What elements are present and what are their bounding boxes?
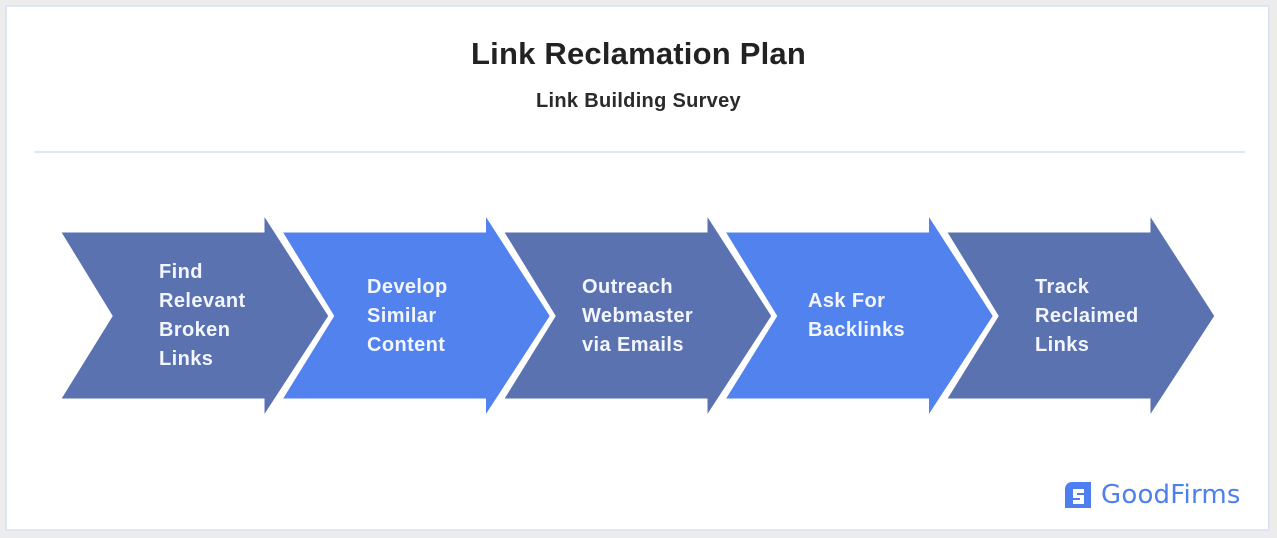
step-label-1: Find Relevant Broken Links — [159, 261, 246, 370]
step-label-2: Develop Similar Content — [367, 275, 448, 356]
goodfirms-logo-icon — [1065, 482, 1091, 508]
step-label-3: Outreach Webmaster via Emails — [582, 275, 694, 356]
step-label-4: Ask For Backlinks — [808, 290, 905, 341]
diagram-subtitle: Link Building Survey — [536, 90, 741, 112]
step-arrow-3 — [499, 206, 775, 425]
step-label-5: Track Reclaimed Links — [1035, 275, 1139, 356]
step-arrow-5 — [942, 206, 1218, 425]
goodfirms-brand-text: GoodFirms — [1101, 480, 1241, 510]
header-divider — [34, 151, 1245, 153]
step-arrow-2 — [277, 206, 554, 425]
step-arrow-4 — [720, 206, 997, 425]
goodfirms-logo: GoodFirms — [1064, 480, 1241, 510]
diagram-title: Link Reclamation Plan — [471, 36, 806, 71]
step-arrow-1 — [56, 206, 332, 425]
